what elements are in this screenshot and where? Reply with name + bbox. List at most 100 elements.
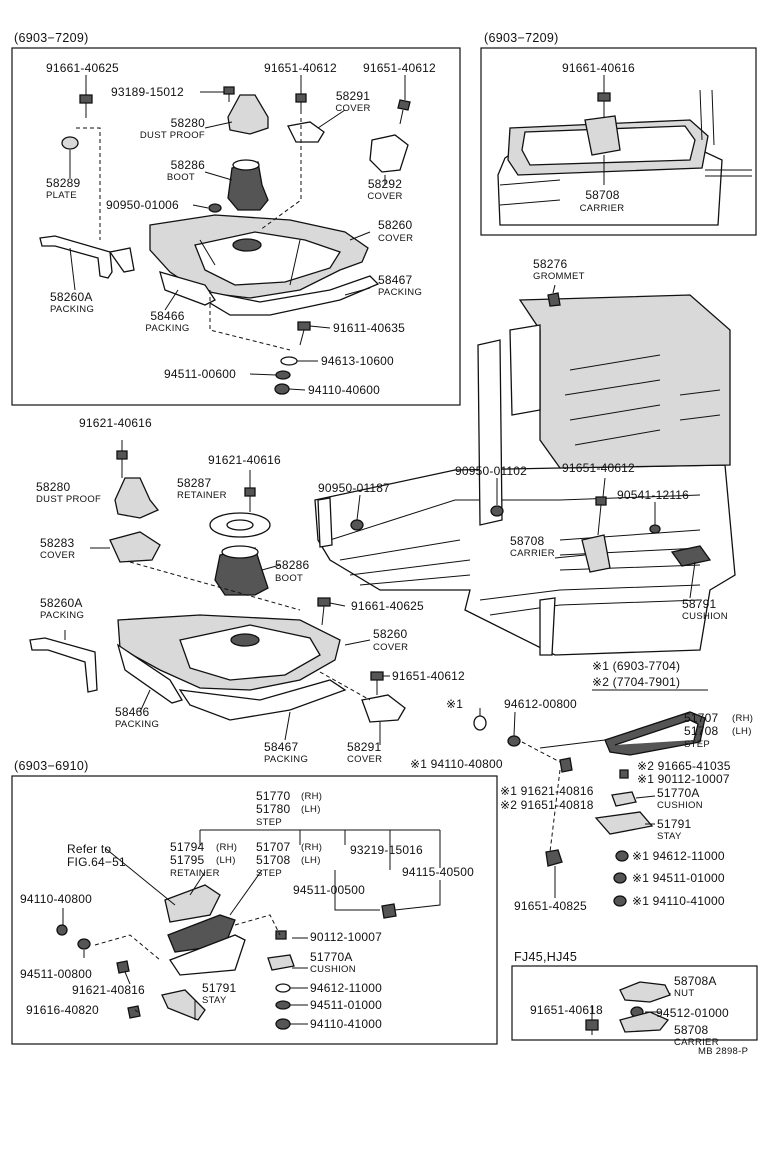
part-number: 58286 xyxy=(170,158,205,172)
part-number: 58289 xyxy=(46,176,81,190)
part-number: 91621-40816 xyxy=(72,983,145,997)
part-number: 58280 xyxy=(170,116,205,130)
part-name: CUSHION xyxy=(657,800,703,811)
section-label-fj45: FJ45,HJ45 xyxy=(514,950,578,964)
part-number: 51770 xyxy=(256,789,291,803)
part-number: ※2 91651-40818 xyxy=(500,798,594,812)
part-number: 91651-40825 xyxy=(514,899,587,913)
part-name: DUST PROOF xyxy=(36,494,102,505)
part-number: 91651-40618 xyxy=(530,1003,603,1017)
part-name: BOOT xyxy=(166,172,195,183)
part-name: CUSHION xyxy=(682,611,728,622)
part-name: COVER xyxy=(367,191,403,202)
part-number: ※2 91665-41035 xyxy=(637,759,731,773)
part-number: 58260A xyxy=(50,290,93,304)
part-number: 91651-40612 xyxy=(392,669,465,683)
part-name: STEP xyxy=(256,817,283,828)
reference-figure: FIG.64−51 xyxy=(67,855,126,869)
variant-rh: (RH) xyxy=(301,842,323,853)
part-number: 58260 xyxy=(373,627,408,641)
part-number: 58291 xyxy=(335,89,371,103)
part-name: STEP xyxy=(684,739,711,750)
part-number: 58708 xyxy=(585,188,620,202)
part-name: RETAINER xyxy=(177,490,227,501)
part-number: 91651-40612 xyxy=(363,61,436,75)
section-label-bottom-left: (6903−6910) xyxy=(14,759,89,773)
part-name: CUSHION xyxy=(310,964,356,975)
part-name: STAY xyxy=(657,831,682,842)
part-number: 58708 xyxy=(510,534,545,548)
part-name: RETAINER xyxy=(170,868,220,879)
part-name: COVER xyxy=(378,233,414,244)
frame-top-right xyxy=(480,47,757,236)
part-number: ※1 94612-11000 xyxy=(632,849,725,863)
right-step-assembly xyxy=(473,708,706,907)
part-name: CARRIER xyxy=(674,1037,719,1048)
part-number: 90541-12116 xyxy=(617,488,690,502)
part-number: 58466 xyxy=(115,705,150,719)
part-number: 94115-40500 xyxy=(402,865,475,879)
part-name: DUST PROOF xyxy=(139,130,205,141)
frame-top-left xyxy=(11,47,461,406)
part-name: PACKING xyxy=(378,287,423,298)
part-name: GROMMET xyxy=(533,271,585,282)
tl-cover-assembly xyxy=(39,75,411,395)
part-name: COVER xyxy=(335,103,371,114)
part-number: 91616-40820 xyxy=(26,1003,99,1017)
part-number: 51707 xyxy=(256,840,291,854)
bl-step-assembly xyxy=(56,829,441,1030)
part-number: ※1 90112-10007 xyxy=(637,772,730,786)
tr-carrier-assembly xyxy=(497,75,752,226)
part-name: CARRIER xyxy=(579,203,625,214)
part-number: 91661-40616 xyxy=(562,61,635,75)
section-label-top-right: (6903−7209) xyxy=(484,31,559,45)
part-number: 94612-00800 xyxy=(504,697,577,711)
part-name: PACKING xyxy=(264,754,309,765)
part-number: 94511-01000 xyxy=(310,998,383,1012)
part-number: 51791 xyxy=(657,817,692,831)
part-number: 91621-40616 xyxy=(79,416,152,430)
part-name: CARRIER xyxy=(510,548,555,559)
part-number: ※1 94110-40800 xyxy=(410,757,503,771)
part-number: 51708 xyxy=(256,853,291,867)
variant-rh: (RH) xyxy=(732,713,754,724)
part-number: 51780 xyxy=(256,802,291,816)
reference-note: Refer to xyxy=(67,842,112,856)
part-number: 58708 xyxy=(674,1023,709,1037)
part-number: 94110-40600 xyxy=(308,383,381,397)
part-number: 91621-40616 xyxy=(208,453,281,467)
part-number: 58292 xyxy=(367,177,403,191)
part-number: 94511-00500 xyxy=(293,883,366,897)
variant-lh: (LH) xyxy=(301,855,321,866)
part-number: 51708 xyxy=(684,724,719,738)
part-name: BOOT xyxy=(275,573,304,584)
part-name: STEP xyxy=(256,868,283,879)
part-number: 58287 xyxy=(177,476,212,490)
part-name: PACKING xyxy=(115,719,160,730)
variant-lh: (LH) xyxy=(732,726,752,737)
part-number: ※1 91621-40816 xyxy=(500,784,594,798)
part-number: ※1 94511-01000 xyxy=(632,871,725,885)
variant-lh: (LH) xyxy=(301,804,321,815)
part-name: COVER xyxy=(347,754,383,765)
part-number: 94511-00600 xyxy=(164,367,237,381)
part-number: 91611-40635 xyxy=(333,321,406,335)
part-number: 58280 xyxy=(36,480,71,494)
part-number: 51791 xyxy=(202,981,237,995)
part-number: 58467 xyxy=(264,740,299,754)
part-name: PACKING xyxy=(40,610,85,621)
part-number: 94613-10600 xyxy=(321,354,394,368)
part-name: COVER xyxy=(373,642,409,653)
part-number: 94612-11000 xyxy=(310,981,383,995)
part-number: 90950-01102 xyxy=(455,464,528,478)
part-number: 91651-40612 xyxy=(264,61,337,75)
part-number: 58286 xyxy=(275,558,310,572)
frame-fj45 xyxy=(511,965,758,1041)
part-number: 58260A xyxy=(40,596,83,610)
floor-assembly xyxy=(314,284,736,656)
note-mark: ※1 xyxy=(446,697,464,711)
part-number: 91661-40625 xyxy=(46,61,119,75)
part-number: 51794 xyxy=(170,840,205,854)
